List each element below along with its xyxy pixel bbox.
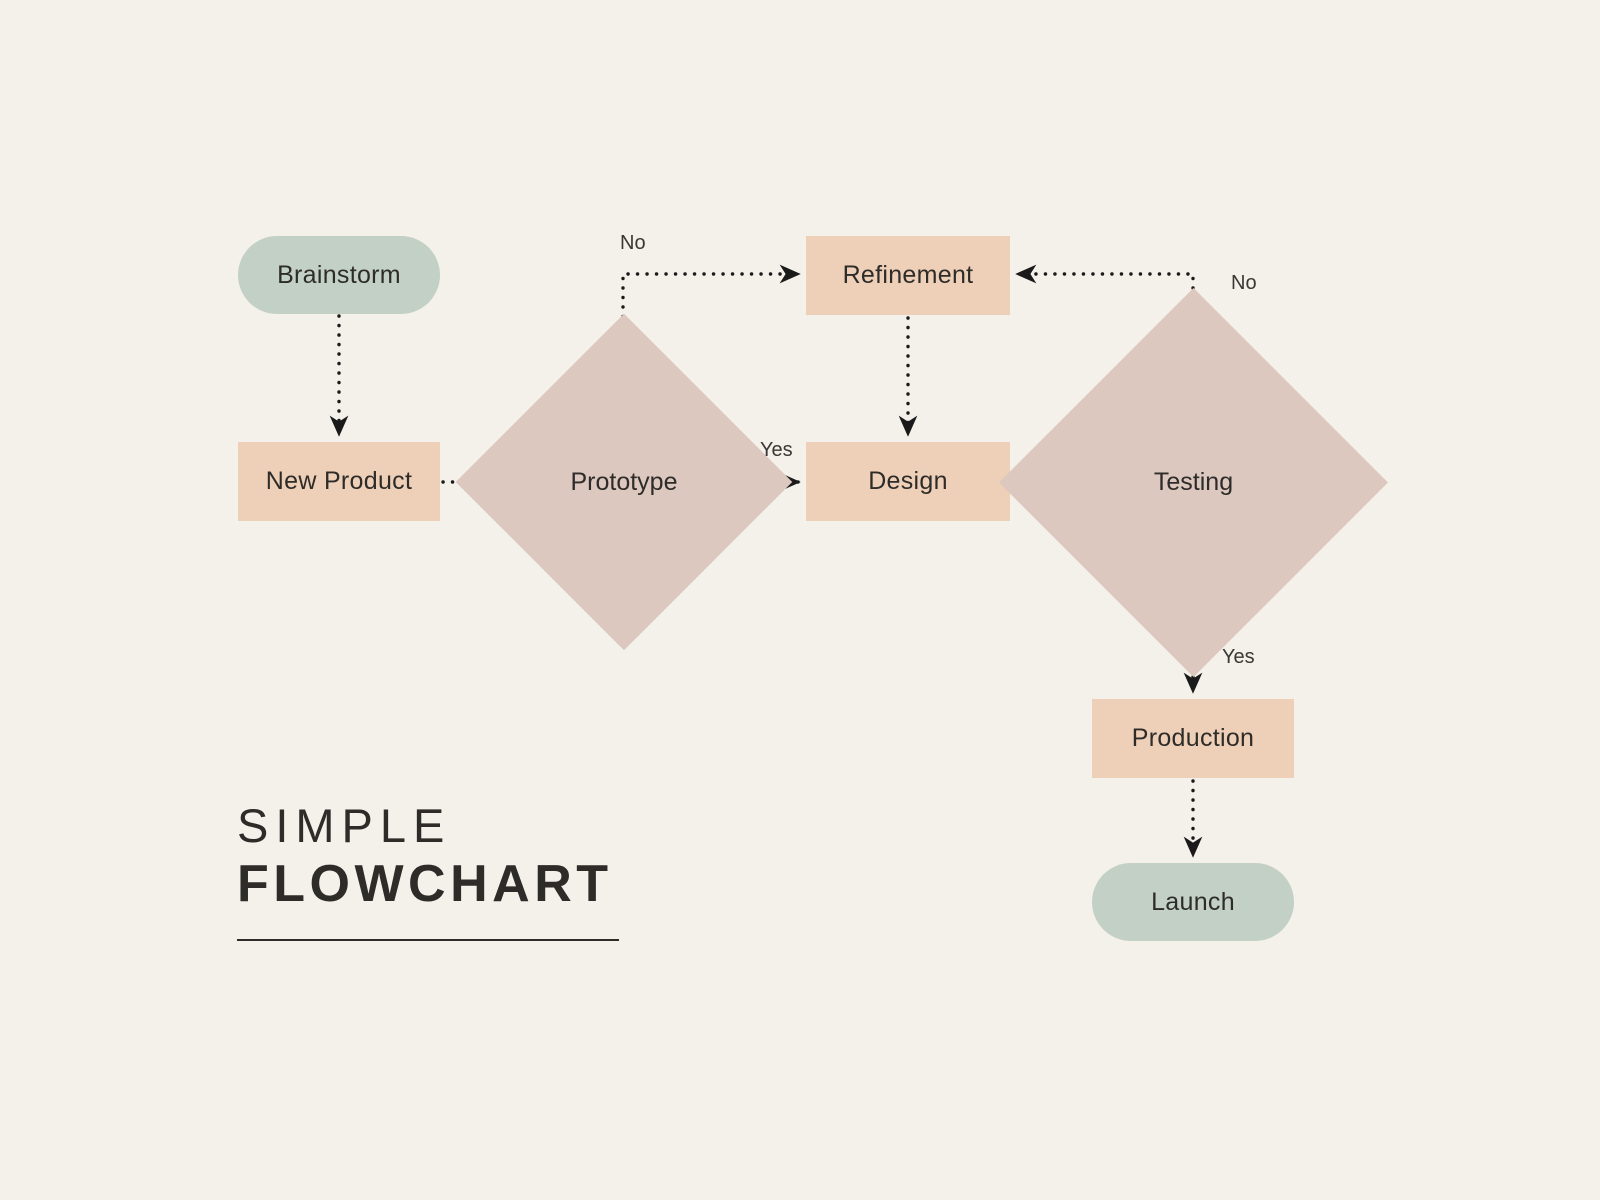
node-production-label: Production (1131, 724, 1255, 752)
node-testing[interactable]: Testing (999, 288, 1388, 677)
node-design-label: Design (868, 467, 948, 495)
title-block: SIMPLE FLOWCHART (237, 799, 619, 941)
title-underline-rule (237, 938, 619, 941)
node-new-product-label: New Product (265, 467, 413, 495)
edge-label-yes-design: Yes (760, 439, 793, 461)
node-testing-label: Testing (1153, 468, 1234, 496)
edge-prototype-no-refinement (621, 264, 801, 347)
node-design[interactable]: Design (806, 442, 1010, 521)
node-production[interactable]: Production (1092, 699, 1294, 778)
node-prototype-label: Prototype (570, 467, 678, 496)
title-line-simple: SIMPLE (237, 799, 452, 852)
node-brainstorm[interactable]: Brainstorm (238, 236, 440, 314)
edge-label-yes-production: Yes (1222, 646, 1255, 668)
node-brainstorm-label: Brainstorm (277, 260, 401, 289)
node-launch-label: Launch (1151, 887, 1235, 916)
node-new-product[interactable]: New Product (238, 442, 440, 521)
edge-label-no-testing: No (1231, 272, 1257, 294)
node-launch[interactable]: Launch (1092, 863, 1294, 941)
edge-label-no-prototype: No (620, 232, 646, 254)
node-prototype[interactable]: Prototype (455, 313, 793, 651)
title-line-flowchart: FLOWCHART (237, 854, 613, 913)
node-refinement[interactable]: Refinement (806, 236, 1010, 315)
node-refinement-label: Refinement (842, 261, 974, 289)
